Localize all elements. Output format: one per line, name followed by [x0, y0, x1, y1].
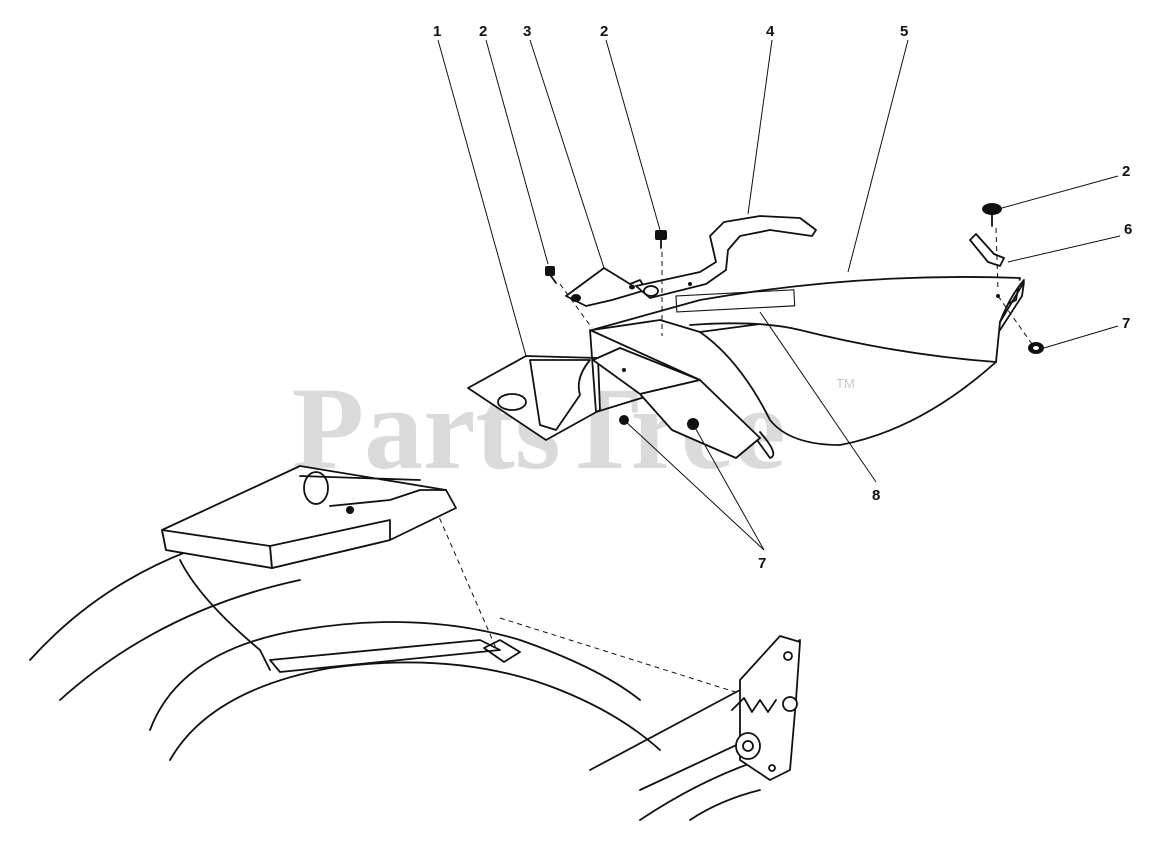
assembly-lines [435, 227, 1033, 697]
bracket-part-3 [565, 267, 647, 307]
callout-7a-label: 7 [1122, 315, 1130, 332]
trademark-mark: TM [836, 376, 855, 391]
handle-bracket-assembly [161, 465, 457, 569]
callout-2b-label: 2 [600, 23, 608, 40]
callout-6-label: 6 [1124, 221, 1132, 238]
callout-2a-label: 2 [479, 23, 487, 40]
mower-housing [29, 529, 801, 821]
callout-labels: 1 2 3 2 4 5 2 6 7 8 7 [433, 23, 1132, 572]
screw-part-2b [655, 230, 667, 249]
deflector-part-1 [467, 329, 761, 459]
nut-part-7 [1028, 342, 1044, 354]
handle-part-4 [635, 215, 817, 299]
screw-part-2a [545, 266, 557, 284]
leader-lines [437, 39, 1121, 551]
callout-4-label: 4 [766, 23, 775, 40]
callout-1-label: 1 [433, 23, 441, 40]
screw-part-2c [982, 203, 1002, 227]
callout-2c-label: 2 [1122, 163, 1130, 180]
height-adjust-plate [731, 635, 801, 781]
callout-7b-label: 7 [758, 555, 766, 572]
chute-part-5 [591, 276, 1025, 459]
callout-8-label: 8 [872, 487, 880, 504]
callout-5-label: 5 [900, 23, 908, 40]
clip-part-6 [969, 233, 1005, 267]
callout-3-label: 3 [523, 23, 531, 40]
